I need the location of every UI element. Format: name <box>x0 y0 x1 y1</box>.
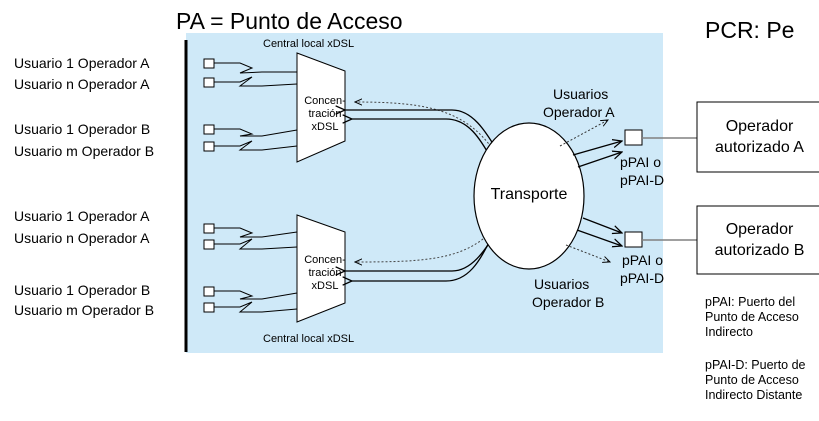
top-user-links <box>203 58 298 152</box>
port-bottom-arrow-2 <box>576 229 622 246</box>
port-bottom <box>624 231 643 248</box>
port-bottom-label-2: pPAI-D <box>620 270 665 286</box>
note-ppaid-3: Indirecto Distante <box>705 388 803 402</box>
port-bottom-label-1: pPAI o <box>622 252 663 268</box>
bottom-user-links <box>203 223 298 313</box>
title-pcr: PCR: Pe <box>705 17 795 43</box>
port-top-label-2: pPAI-D <box>620 172 665 188</box>
operator-b-label-2: autorizado B <box>714 242 805 259</box>
users-b-label-2: Operador B <box>532 294 605 310</box>
concentrator-top-label-1: Concen- <box>304 95 346 107</box>
concentrator-bottom-label-2: tración <box>308 267 342 279</box>
operator-a-box <box>696 101 819 173</box>
note-ppaid-1: pPAI-D: Puerto de <box>705 358 806 372</box>
port-top-label-1: pPAI o <box>620 154 661 170</box>
user-label: Usuario m Operador B <box>14 302 155 318</box>
central-top-label: Central local xDSL <box>263 38 355 50</box>
user-label: Usuario m Operador B <box>14 143 155 159</box>
transport-label: Transporte <box>490 186 568 203</box>
central-bottom-label: Central local xDSL <box>263 333 355 345</box>
port-top-arrow-1 <box>572 141 622 156</box>
user-label: Usuario 1 Operador A <box>14 55 150 71</box>
operator-b-box <box>696 205 819 275</box>
transport-ellipse <box>473 122 585 270</box>
concentrator-bottom <box>296 214 346 323</box>
users-a-label-2: Operador A <box>543 104 615 120</box>
top-dotted-path <box>355 102 501 161</box>
note-ppai-3: Indirecto <box>705 325 753 339</box>
concentrator-bottom-label-3: xDSL <box>311 280 339 292</box>
port-top <box>624 129 643 146</box>
title-pa: PA = Punto de Acceso <box>176 8 403 34</box>
user-label: Usuario 1 Operador A <box>14 208 150 224</box>
concentrator-top <box>296 52 346 163</box>
user-label: Usuario n Operador A <box>14 76 150 92</box>
note-ppai-2: Punto de Acceso <box>705 310 799 324</box>
concentrator-bottom-label-1: Concen- <box>304 254 346 266</box>
note-ppai-1: pPAI: Puerto del <box>705 295 796 309</box>
users-a-dotted-arrow <box>559 120 608 147</box>
port-top-arrow-2 <box>577 152 622 168</box>
users-a-label-1: Usuarios <box>553 86 609 102</box>
concentrator-top-label-3: xDSL <box>311 121 339 133</box>
operator-a-label-1: Operador <box>725 118 794 135</box>
user-label: Usuario 1 Operador B <box>14 282 151 298</box>
concentrator-top-label-2: tración <box>308 108 342 120</box>
users-b-label-1: Usuarios <box>534 276 590 292</box>
user-label: Usuario n Operador A <box>14 230 150 246</box>
operator-b-label-1: Operador <box>725 221 794 238</box>
note-ppaid-2: Punto de Acceso <box>705 373 799 387</box>
user-label: Usuario 1 Operador B <box>14 121 151 137</box>
port-bottom-arrow-1 <box>582 217 622 233</box>
operator-a-label-2: autorizado A <box>715 139 804 156</box>
